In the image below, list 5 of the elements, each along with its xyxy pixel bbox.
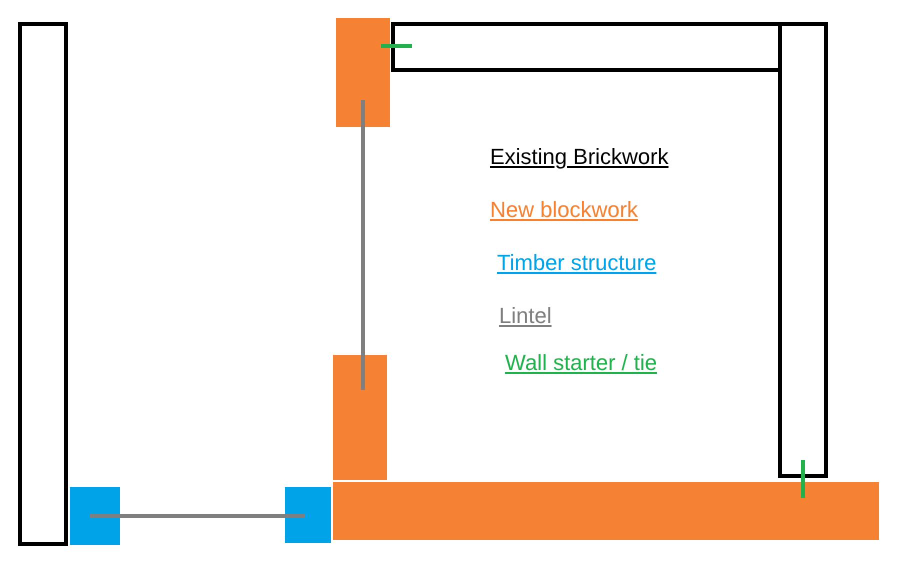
legend-entry: Timber structure: [497, 250, 656, 276]
legend-entry: Wall starter / tie: [505, 350, 657, 376]
legend-entry: Lintel: [499, 303, 552, 329]
legend-entry: New blockwork: [490, 197, 638, 223]
legend-entry: Existing Brickwork: [490, 144, 668, 170]
